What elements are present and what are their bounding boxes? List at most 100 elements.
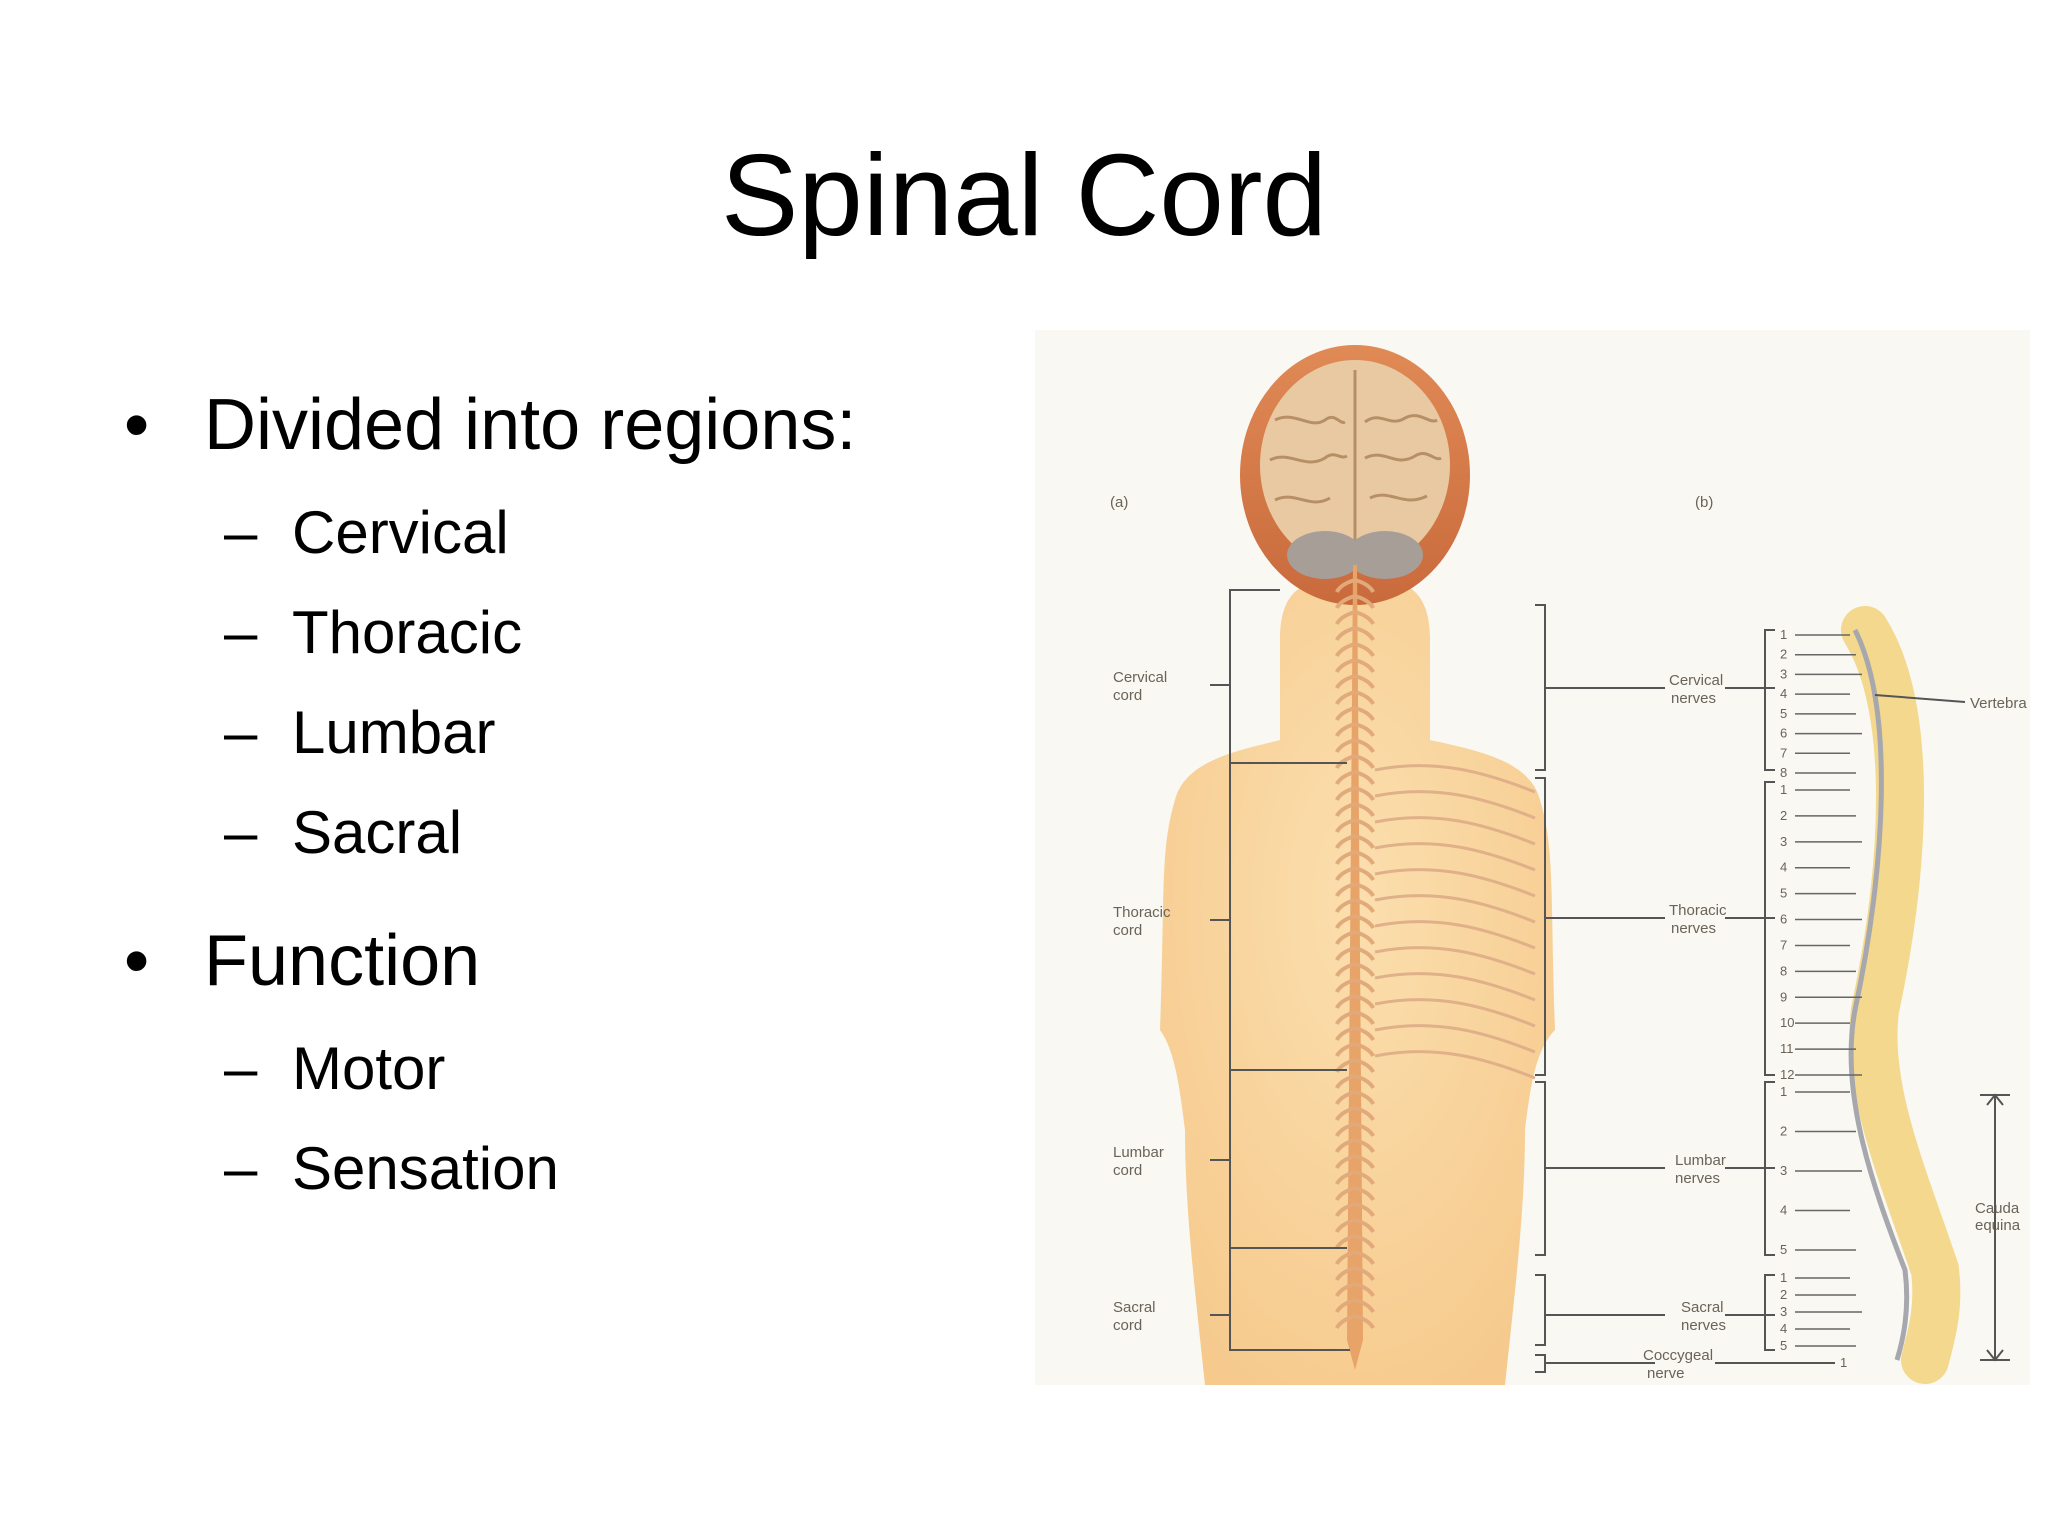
sub-bullet-sensation: –Sensation (224, 1135, 559, 1202)
nerve-root (1335, 594, 1356, 610)
nerve-root (1354, 1282, 1375, 1298)
nerve-root (1354, 690, 1375, 706)
svg-text:cord: cord (1113, 1317, 1142, 1334)
nerve-root (1354, 722, 1375, 738)
nerve-root (1354, 1106, 1375, 1122)
cervical-segment-number: 3 (1780, 666, 1787, 681)
cervical-segment-number: 8 (1780, 765, 1787, 780)
rib-nerve (1374, 1024, 1536, 1054)
nerve-root (1354, 1218, 1375, 1234)
sacral-nerves-label: Sacral (1681, 1299, 1724, 1316)
lumbar-cord-label: Lumbar (1113, 1144, 1164, 1161)
nerve-root (1335, 770, 1356, 786)
cauda-equina-marker (1874, 694, 2010, 1362)
nerve-root (1335, 818, 1356, 834)
spinal-anatomy-svg: Cervical cord Thoracic cord Lumbar cord … (1035, 330, 2030, 1385)
cervical-segment-number: 6 (1780, 726, 1787, 741)
cervical-segment-number: 1 (1780, 627, 1787, 642)
thoracic-segment-number: 3 (1780, 834, 1787, 849)
nerve-root (1335, 786, 1356, 802)
nerve-root (1335, 1202, 1356, 1218)
nerve-root (1335, 1170, 1356, 1186)
svg-text:nerve: nerve (1647, 1365, 1685, 1382)
rib-nerve (1374, 1050, 1536, 1080)
nerve-root (1335, 690, 1356, 706)
nerve-root (1354, 1314, 1375, 1330)
svg-text:nerves: nerves (1675, 1170, 1720, 1187)
nerve-root (1335, 930, 1356, 946)
nerve-root (1354, 994, 1375, 1010)
nerve-root (1335, 1218, 1356, 1234)
nerve-root (1335, 1298, 1356, 1314)
svg-text:cord: cord (1113, 922, 1142, 939)
nerve-root (1354, 978, 1375, 994)
sub-bullet-sacral: –Sacral (224, 799, 463, 866)
nerve-root (1354, 1058, 1375, 1074)
rib-nerve (1374, 972, 1536, 1002)
nerve-root (1354, 642, 1375, 658)
thoracic-segment-number: 12 (1780, 1067, 1794, 1082)
thoracic-segment-number: 1 (1780, 782, 1787, 797)
nerve-root (1354, 930, 1375, 946)
sacral-segment-number: 4 (1780, 1321, 1787, 1336)
thoracic-segment-number: 4 (1780, 860, 1787, 875)
thoracic-segment-number: 5 (1780, 886, 1787, 901)
nerve-root (1335, 722, 1356, 738)
thoracic-segment-number: 10 (1780, 1015, 1794, 1030)
nerve-root (1335, 1106, 1356, 1122)
vertebra-label: Vertebra (1970, 695, 2027, 712)
rib-nerve (1374, 920, 1536, 950)
vertebral-column (1841, 606, 1961, 1384)
rib-nerves (1374, 764, 1536, 1080)
thoracic-segment-number: 9 (1780, 989, 1787, 1004)
nerve-root (1335, 1250, 1356, 1266)
nerve-root (1335, 610, 1356, 626)
nerve-root (1335, 706, 1356, 722)
thoracic-cord-label: Thoracic (1113, 904, 1171, 921)
nerve-root (1354, 1170, 1375, 1186)
svg-text:nerves: nerves (1681, 1317, 1726, 1334)
rib-nerve (1374, 894, 1536, 924)
nerve-root (1354, 1138, 1375, 1154)
nerve-root (1335, 898, 1356, 914)
cervical-segment-number: 2 (1780, 647, 1787, 662)
nerve-root (1354, 1042, 1375, 1058)
svg-text:nerves: nerves (1671, 690, 1716, 707)
nerve-root (1335, 674, 1356, 690)
nerve-root (1354, 610, 1375, 626)
nerve-root (1335, 1186, 1356, 1202)
nerve-root (1335, 626, 1356, 642)
segment-brackets (1764, 629, 1775, 1351)
sub-bullet-motor: –Motor (224, 1035, 446, 1102)
nerve-root (1354, 850, 1375, 866)
nerve-root (1335, 834, 1356, 850)
thoracic-segment-number: 8 (1780, 963, 1787, 978)
sub-bullet-lumbar: –Lumbar (224, 699, 496, 766)
svg-text:cord: cord (1113, 1162, 1142, 1179)
nerve-root (1354, 802, 1375, 818)
sacral-segment-number: 3 (1780, 1304, 1787, 1319)
nerve-root (1335, 1138, 1356, 1154)
nerve-root (1354, 866, 1375, 882)
nerve-root (1354, 1122, 1375, 1138)
nerve-root (1354, 754, 1375, 770)
nerve-root (1354, 946, 1375, 962)
thoracic-segment-number: 2 (1780, 808, 1787, 823)
cord-labels: Cervical cord Thoracic cord Lumbar cord … (1110, 494, 1713, 1334)
nerve-root (1354, 882, 1375, 898)
cauda-equina-label: Cauda (1975, 1200, 2020, 1217)
nerve-root (1354, 658, 1375, 674)
nerve-root (1354, 770, 1375, 786)
nerve-root (1335, 1266, 1356, 1282)
nerve-root (1335, 578, 1356, 594)
nerve-root (1354, 898, 1375, 914)
nerve-root (1354, 1090, 1375, 1106)
cord-in-column (1848, 628, 1910, 1361)
bullet-text: Divided into regions: (204, 385, 857, 465)
nerve-root (1354, 786, 1375, 802)
bullet-list: • Divided into regions: –Cervical –Thora… (120, 380, 1020, 1206)
nerve-root (1335, 1010, 1356, 1026)
cerebellum-left (1287, 531, 1363, 579)
rib-nerve (1374, 816, 1536, 846)
nerve-brackets (1535, 604, 1835, 1373)
